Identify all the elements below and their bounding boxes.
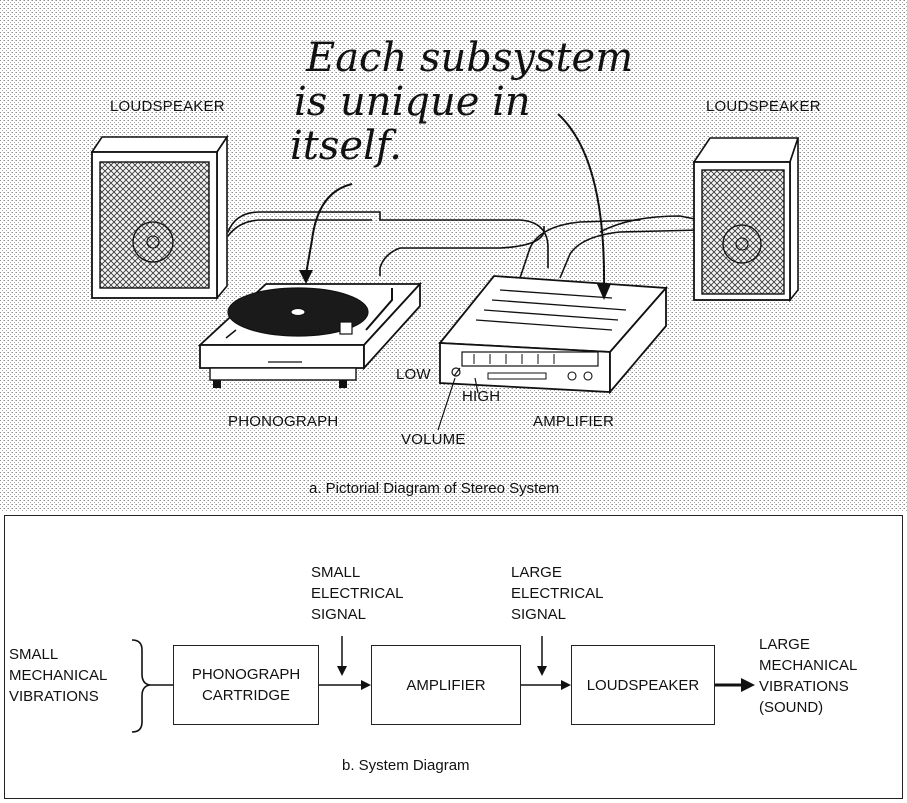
- annotation-line-3: itself.: [290, 123, 402, 169]
- input-label-line-3: VIBRATIONS: [9, 688, 99, 705]
- annotation-line-2: is unique in: [294, 79, 531, 125]
- arrowhead-loudspeaker: [561, 680, 571, 690]
- output-label-line-4: (SOUND): [759, 699, 824, 716]
- input-label-line-2: MECHANICAL: [9, 667, 108, 684]
- output-arrowhead: [741, 678, 755, 692]
- large-signal-line-1: LARGE: [511, 564, 562, 581]
- label-loudspeaker-left: LOUDSPEAKER: [110, 98, 225, 115]
- annotation-arrows: [299, 113, 611, 300]
- large-signal-line-3: SIGNAL: [511, 606, 567, 623]
- control-pointer-lines: [437, 377, 479, 431]
- output-label-line-1: LARGE: [759, 636, 810, 653]
- left-loudspeaker: [90, 134, 229, 301]
- phonograph-turntable: [197, 281, 423, 388]
- pictorial-illustration: [0, 0, 907, 512]
- block-loudspeaker-label: LOUDSPEAKER: [586, 676, 700, 694]
- caption-pictorial: a. Pictorial Diagram of Stereo System: [309, 480, 560, 497]
- caption-system: b. System Diagram: [342, 757, 470, 774]
- large-signal-line-2: ELECTRICAL: [511, 585, 604, 602]
- block-phonograph-cartridge: PHONOGRAPH CARTRIDGE: [173, 645, 319, 725]
- annotation-line-1: Each subsystem: [306, 35, 634, 81]
- input-label: SMALL MECHANICAL VIBRATIONS: [9, 644, 107, 707]
- system-diagram-connectors: [131, 636, 755, 733]
- annotation-arrow-right: [557, 113, 606, 291]
- output-label: LARGE MECHANICAL VIBRATIONS (SOUND): [759, 634, 857, 718]
- label-loudspeaker-right: LOUDSPEAKER: [706, 98, 821, 115]
- block-phonograph-cartridge-line-2: CARTRIDGE: [201, 687, 291, 704]
- speaker-cables: [227, 211, 701, 279]
- arrowhead-amplifier: [361, 680, 371, 690]
- label-phonograph: PHONOGRAPH: [228, 413, 339, 430]
- label-low: LOW: [396, 366, 431, 383]
- label-amplifier: AMPLIFIER: [533, 413, 614, 430]
- input-label-line-1: SMALL: [9, 646, 59, 663]
- small-signal-label: SMALL ELECTRICAL SIGNAL: [311, 562, 404, 625]
- input-brace: [131, 639, 151, 733]
- small-signal-line-2: ELECTRICAL: [311, 585, 404, 602]
- pictorial-diagram-panel: Each subsystem is unique in itself. LOUD…: [0, 0, 907, 512]
- block-loudspeaker: LOUDSPEAKER: [571, 645, 715, 725]
- large-signal-label: LARGE ELECTRICAL SIGNAL: [511, 562, 604, 625]
- amplifier-unit: [438, 275, 668, 395]
- block-amplifier-label: AMPLIFIER: [406, 676, 486, 694]
- output-label-line-2: MECHANICAL: [759, 657, 858, 674]
- small-signal-line-3: SIGNAL: [311, 606, 367, 623]
- label-high: HIGH: [462, 388, 501, 405]
- output-label-line-3: VIBRATIONS: [759, 678, 849, 695]
- system-diagram-panel: SMALL MECHANICAL VIBRATIONS PHONOGRAPH C…: [4, 515, 903, 799]
- label-volume: VOLUME: [401, 431, 466, 448]
- small-signal-line-1: SMALL: [311, 564, 361, 581]
- block-amplifier: AMPLIFIER: [371, 645, 521, 725]
- right-loudspeaker: [692, 137, 800, 303]
- annotation-arrow-left: [305, 183, 353, 275]
- block-phonograph-cartridge-line-1: PHONOGRAPH: [191, 666, 301, 683]
